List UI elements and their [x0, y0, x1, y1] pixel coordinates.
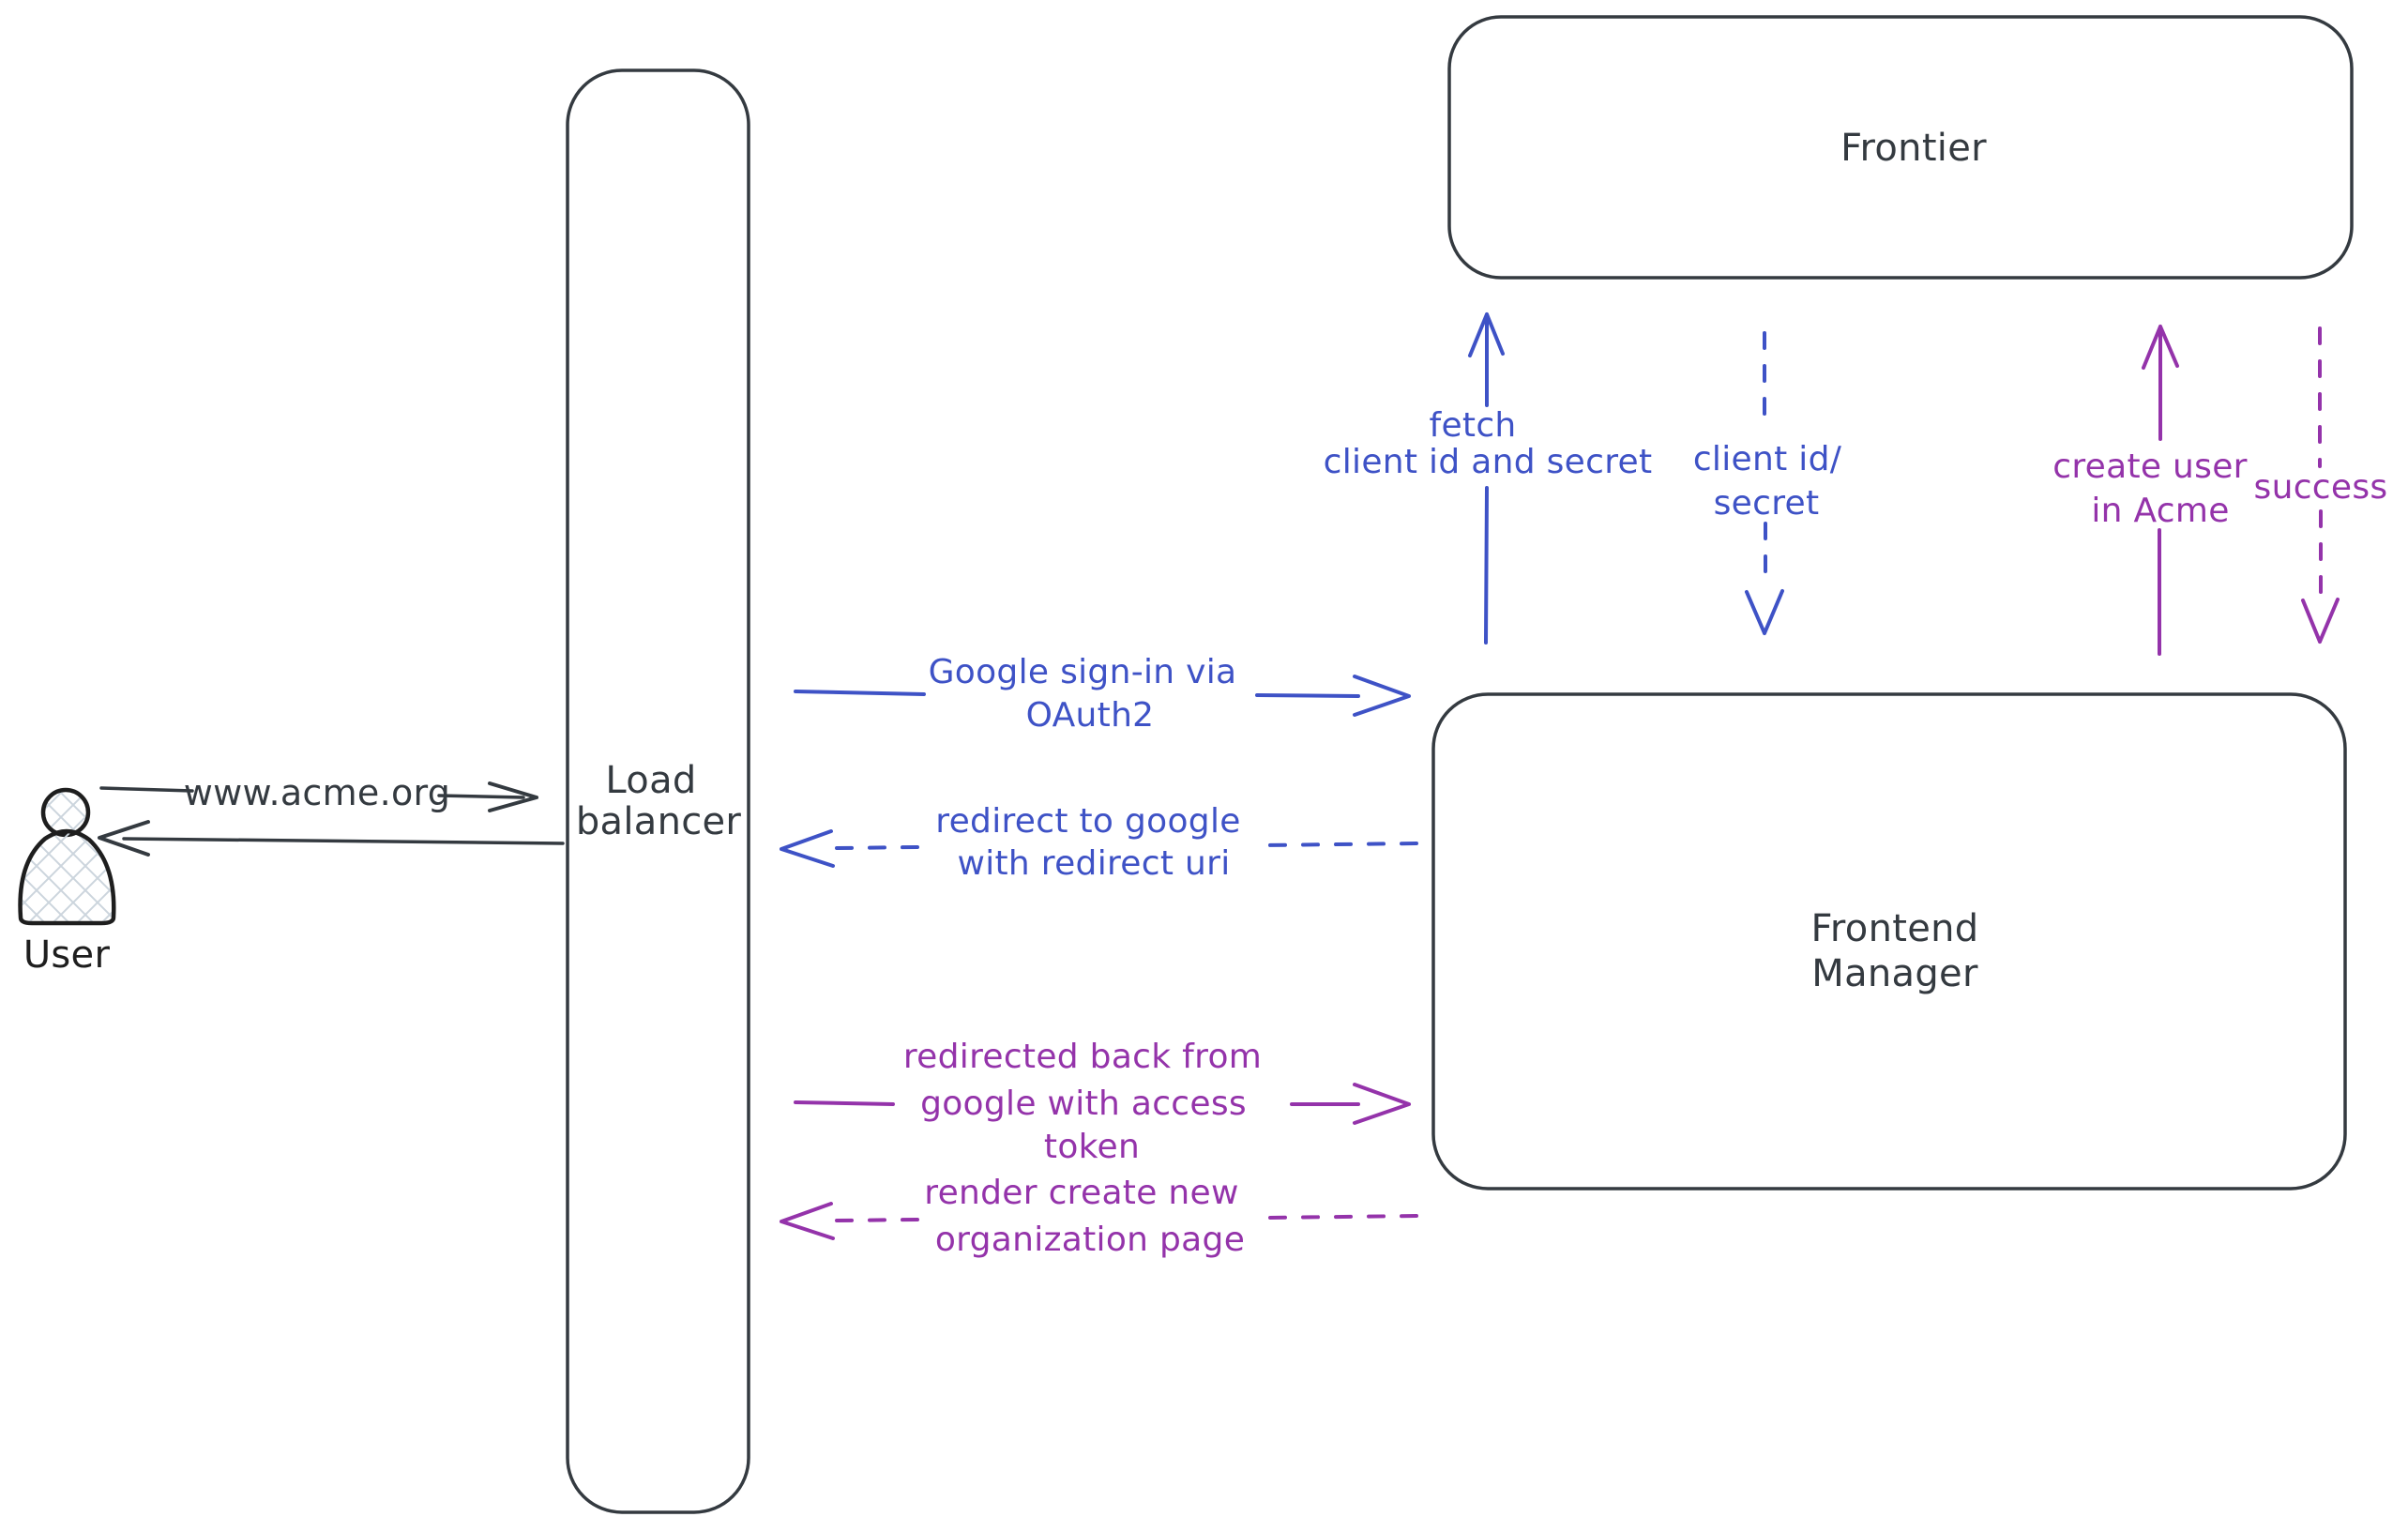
frontend-manager-label-line1: Frontend	[1810, 907, 1979, 950]
load-balancer-label-line2: balancer	[575, 800, 742, 843]
edge-return-to-user	[98, 820, 565, 857]
edge-redirected-back-label-line3: token	[1043, 1128, 1141, 1166]
edge-redirected-back-label-line2: google with access	[920, 1085, 1247, 1123]
user-icon	[18, 787, 116, 926]
edge-success	[2301, 326, 2340, 644]
frontend-manager-box	[1431, 692, 2347, 1191]
edge-create-user	[2142, 325, 2179, 656]
load-balancer-label-line1: Load	[605, 759, 697, 802]
frontend-manager-label-line2: Manager	[1811, 952, 1978, 995]
edge-render-org-page-label-line2: organization page	[934, 1221, 1246, 1259]
edge-redirect-to-google	[780, 829, 1418, 868]
edge-fetch-client-id-label-line2: client id and secret	[1323, 443, 1653, 481]
load-balancer-box	[566, 68, 750, 1514]
edge-www-acme-label: www.acme.org	[183, 772, 451, 813]
edge-www-acme	[99, 781, 538, 812]
edge-create-user-label-line1: create user	[2052, 447, 2248, 486]
edge-redirected-back-label-line1: redirected back from	[902, 1038, 1263, 1076]
edge-fetch-client-id	[1468, 312, 1505, 645]
frontier-box	[1447, 15, 2354, 280]
edge-client-id-secret	[1745, 331, 1784, 635]
edge-redirect-to-google-label-line2: with redirect uri	[957, 844, 1231, 883]
edge-client-id-secret-label-line1: client id/	[1692, 440, 1842, 478]
user-label: User	[23, 933, 111, 977]
edge-success-label: success	[2253, 468, 2388, 507]
edge-client-id-secret-label-line2: secret	[1713, 484, 1820, 523]
edge-render-org-page-label-line1: render create new	[924, 1174, 1239, 1212]
edge-redirect-to-google-label-line1: redirect to google	[935, 802, 1241, 841]
edge-fetch-client-id-label-line1: fetch	[1429, 406, 1517, 445]
edge-render-org-page	[780, 1202, 1418, 1240]
edge-create-user-label-line2: in Acme	[2091, 492, 2230, 530]
edge-redirected-back	[794, 1083, 1411, 1125]
edge-google-signin-label-line2: OAuth2	[1025, 696, 1155, 735]
frontier-label: Frontier	[1840, 127, 1987, 170]
edge-google-signin	[794, 675, 1411, 717]
edge-google-signin-label-line1: Google sign-in via	[928, 653, 1237, 691]
